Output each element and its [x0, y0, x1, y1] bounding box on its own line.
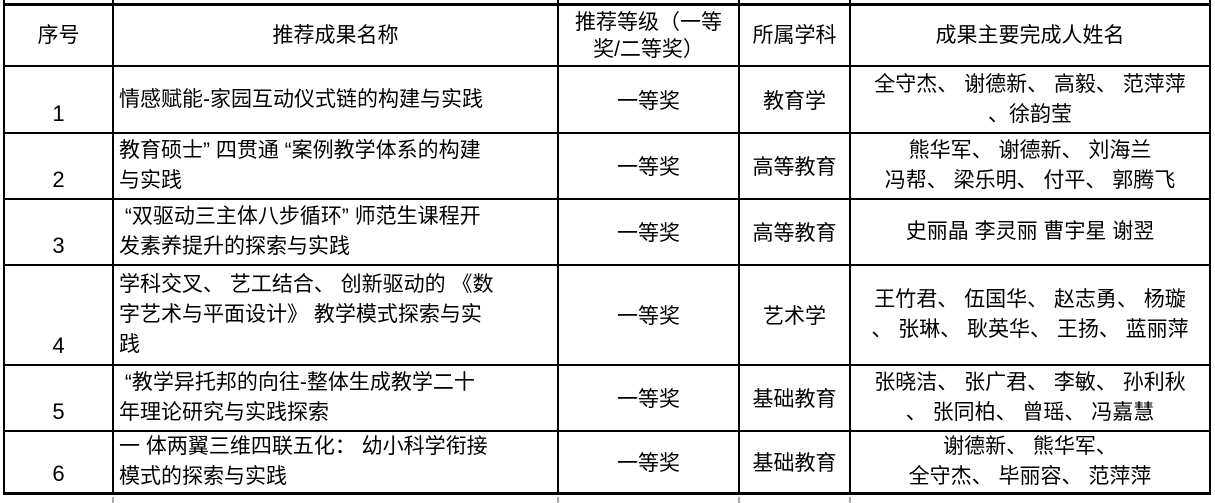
- cell-subject: 基础教育: [738, 364, 851, 432]
- header-achievement-name: 推荐成果名称: [112, 3, 559, 67]
- gridline: [112, 497, 114, 503]
- cell-achievement-name: “双驱动三主体八步循环” 师范生课程开 发素养提升的探索与实践: [112, 198, 559, 266]
- cell-serial-number: 4: [3, 264, 114, 366]
- table-header-row: 序号 推荐成果名称 推荐等级（一等 奖/二等奖） 所属学科 成果主要完成人姓名: [3, 3, 1211, 67]
- table-cropped-bottom-gridlines: [0, 497, 1215, 503]
- cell-contributors: 熊华军、 谢德新、 刘海兰 冯帮、 梁乐明、 付平、 郭腾飞: [849, 132, 1211, 200]
- cell-subject: 高等教育: [738, 132, 851, 200]
- header-contributors: 成果主要完成人姓名: [849, 3, 1211, 67]
- cell-achievement-name: 一 体两翼三维四联五化： 幼小科学衔接 模式的探索与实践: [112, 430, 559, 495]
- table-row: 4 学科交叉、 艺工结合、 创新驱动的 《数 字艺术与平面设计》 教学模式探索与…: [3, 264, 1211, 366]
- cell-award-level: 一等奖: [557, 430, 740, 495]
- cell-award-level: 一等奖: [557, 364, 740, 432]
- table-row: 5 “教学异托邦的向往-整体生成教学二十 年理论研究与实践探索 一等奖 基础教育…: [3, 364, 1211, 432]
- cell-subject: 艺术学: [738, 264, 851, 366]
- header-subject: 所属学科: [738, 3, 851, 67]
- cell-achievement-name: “教学异托邦的向往-整体生成教学二十 年理论研究与实践探索: [112, 364, 559, 432]
- cropped-cell: [112, 0, 559, 6]
- cropped-cell: [3, 0, 114, 6]
- cell-serial-number: 3: [3, 198, 114, 266]
- cell-award-level: 一等奖: [557, 132, 740, 200]
- cell-contributors: 史丽晶 李灵丽 曹宇星 谢翌: [849, 198, 1211, 266]
- cell-achievement-name: 学科交叉、 艺工结合、 创新驱动的 《数 字艺术与平面设计》 教学模式探索与实 …: [112, 264, 559, 366]
- gridline: [849, 497, 851, 503]
- cell-contributors: 王竹君、 伍国华、 赵志勇、 杨璇 、 张琳、 耿英华、 王扬、 蓝丽萍: [849, 264, 1211, 366]
- cell-subject: 基础教育: [738, 430, 851, 495]
- gridline: [557, 497, 559, 503]
- cell-subject: 高等教育: [738, 198, 851, 266]
- cell-achievement-name: 情感赋能-家园互动仪式链的构建与实践: [112, 65, 559, 134]
- cell-subject: 教育学: [738, 65, 851, 134]
- gridline: [738, 497, 740, 503]
- awards-table: 序号 推荐成果名称 推荐等级（一等 奖/二等奖） 所属学科 成果主要完成人姓名 …: [3, 0, 1211, 495]
- table-row: 2 教育硕士” 四贯通 “案例教学体系的构建 与实践 一等奖 高等教育 熊华军、…: [3, 132, 1211, 200]
- cell-contributors: 张晓洁、 张广君、 李敏、 孙利秋 、 张同柏、 曾瑶、 冯嘉慧: [849, 364, 1211, 432]
- table-row: 3 “双驱动三主体八步循环” 师范生课程开 发素养提升的探索与实践 一等奖 高等…: [3, 198, 1211, 266]
- cell-serial-number: 2: [3, 132, 114, 200]
- cropped-cell: [738, 0, 851, 6]
- cell-contributors: 全守杰、 谢德新、 高毅、 范萍萍 、徐韵莹: [849, 65, 1211, 134]
- table-row: 1 情感赋能-家园互动仪式链的构建与实践 一等奖 教育学 全守杰、 谢德新、 高…: [3, 65, 1211, 134]
- cell-award-level: 一等奖: [557, 65, 740, 134]
- cell-serial-number: 1: [3, 65, 114, 134]
- cropped-cell: [849, 0, 1211, 6]
- header-award-level: 推荐等级（一等 奖/二等奖）: [557, 3, 740, 67]
- cell-serial-number: 5: [3, 364, 114, 432]
- cropped-cell: [557, 0, 740, 6]
- table-row: 6 一 体两翼三维四联五化： 幼小科学衔接 模式的探索与实践 一等奖 基础教育 …: [3, 430, 1211, 495]
- cell-achievement-name: 教育硕士” 四贯通 “案例教学体系的构建 与实践: [112, 132, 559, 200]
- table-row-cropped-top: [3, 0, 1211, 6]
- cell-award-level: 一等奖: [557, 264, 740, 366]
- cell-award-level: 一等奖: [557, 198, 740, 266]
- cell-contributors: 谢德新、 熊华军、 全守杰、 毕丽容、 范萍萍: [849, 430, 1211, 495]
- cell-serial-number: 6: [3, 430, 114, 495]
- header-serial-number: 序号: [3, 3, 114, 67]
